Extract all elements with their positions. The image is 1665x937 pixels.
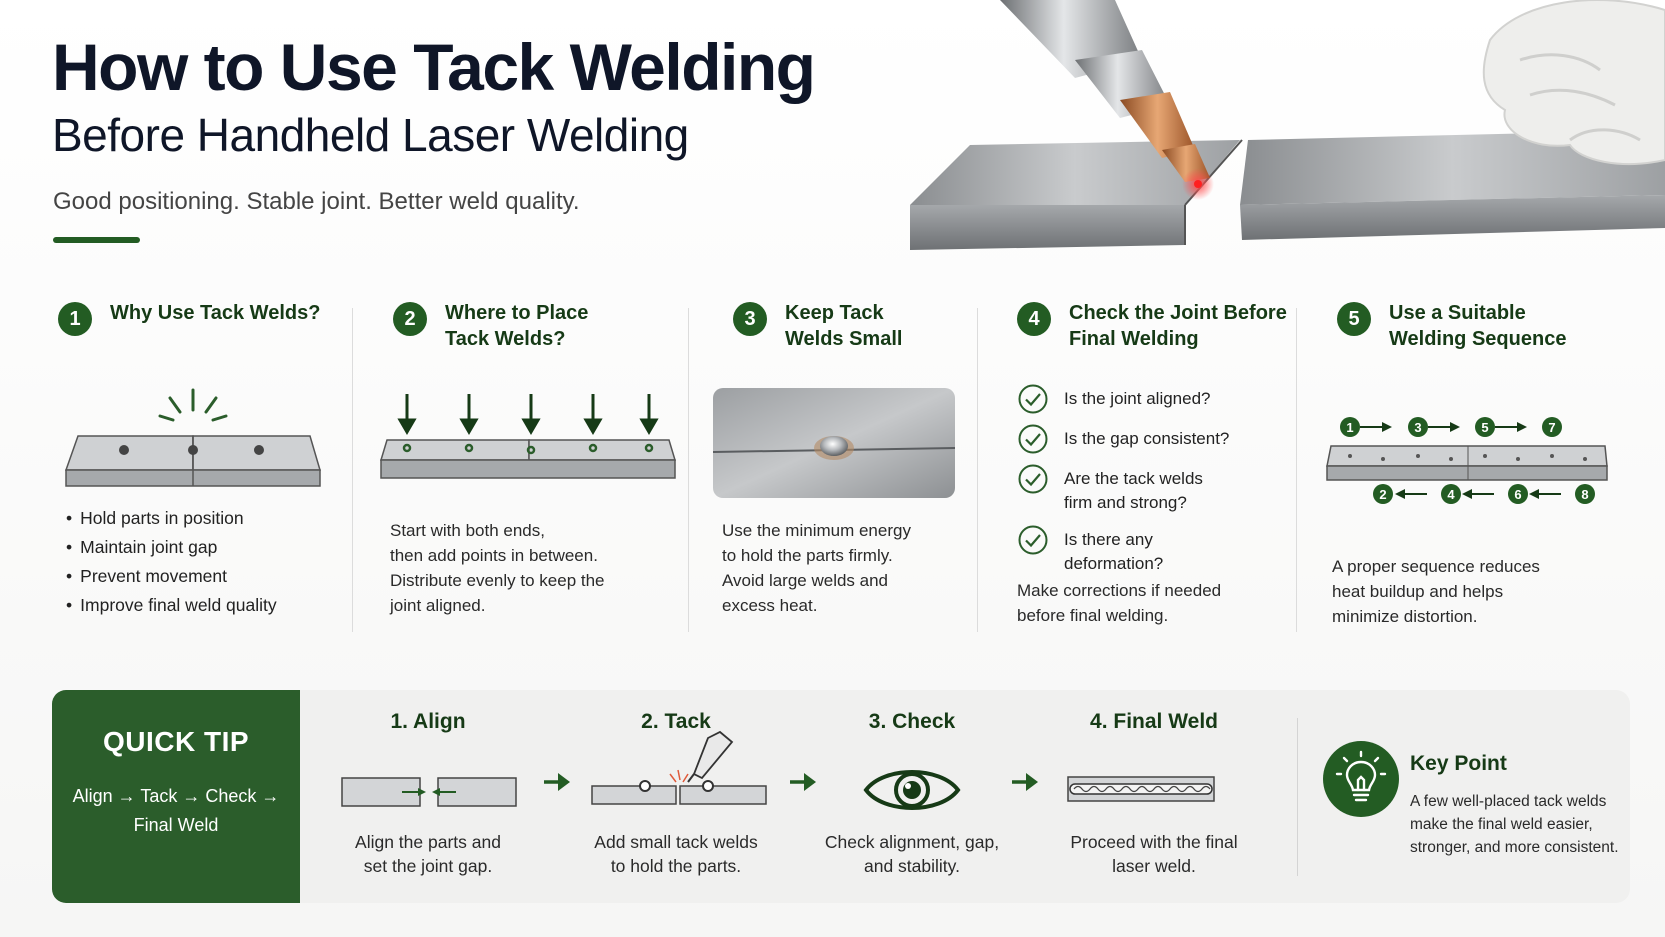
column-welding-sequence: 5 Use a Suitable Welding Sequence 1 3 5 …: [1326, 300, 1637, 636]
column-check-joint: 4 Check the Joint Before Final Welding I…: [1017, 300, 1297, 636]
step-description: Check alignment, gap, and stability.: [824, 832, 1000, 876]
final-weld-seam-icon: [1067, 776, 1215, 802]
step-title: 2. Tack: [641, 710, 711, 733]
column-divider: [352, 308, 353, 632]
tack-torch-icon: [591, 730, 767, 805]
laser-welding-illustration: [910, 0, 1665, 250]
sequence-number: 1: [1346, 420, 1353, 435]
step-number-badge: 2: [393, 302, 427, 336]
checklist-item: Are the tack welds firm and strong?: [1018, 464, 1298, 515]
tagline: Good positioning. Stable joint. Better w…: [53, 188, 580, 215]
column-description: Make corrections if needed before final …: [1017, 581, 1222, 625]
sequence-number: 4: [1447, 487, 1455, 502]
key-point-divider: [1297, 718, 1298, 876]
sequence-number: 6: [1514, 487, 1521, 502]
step-description: Proceed with the final laser weld.: [1070, 832, 1238, 876]
column-description: Use the minimum energy to hold the parts…: [722, 521, 911, 615]
check-circle-icon: [1018, 525, 1048, 555]
page-title: How to Use Tack Welding: [52, 30, 816, 104]
step-number-badge: 4: [1017, 302, 1051, 336]
step-number-badge: 5: [1337, 302, 1371, 336]
list-item: Improve final weld quality: [66, 591, 276, 620]
key-point-text: A few well-placed tack welds make the fi…: [1410, 793, 1619, 856]
step-tack: 2. Tack Add small tack welds to hold the…: [576, 710, 776, 876]
list-item: Maintain joint gap: [66, 533, 277, 562]
welding-sequence-diagram: 1 3 5 7 2 4 6 8: [1326, 417, 1608, 504]
column-why-tack-welds: 1 Why Use Tack Welds? Hold parts in posi…: [58, 300, 348, 636]
column-where-to-place: 2 Where to Place Tack Welds? Start with …: [379, 300, 683, 636]
column-title: Check the Joint Before Final Welding: [1069, 302, 1287, 350]
check-circle-icon: [1018, 384, 1048, 414]
column-description: A proper sequence reduces heat buildup a…: [1332, 557, 1540, 626]
column-divider: [1296, 308, 1297, 632]
column-title: Keep Tack Welds Small: [785, 302, 903, 350]
step-final-weld: 4. Final Weld Proceed with the final las…: [1054, 710, 1254, 876]
step-description: Add small tack welds to hold the parts.: [594, 832, 758, 876]
sequence-number: 7: [1548, 420, 1555, 435]
step-title: 1. Align: [390, 710, 466, 733]
sequence-number: 8: [1581, 487, 1588, 502]
arrow-right-icon: [544, 773, 570, 791]
tack-plates-icon: [64, 388, 322, 487]
step-check: 3. Check Check alignment, gap, and stabi…: [812, 710, 1012, 876]
quick-tip-box: QUICK TIP Align → Tack → Check → Final W…: [52, 690, 300, 903]
step-number-badge: 1: [58, 302, 92, 336]
key-point-title: Key Point: [1410, 752, 1507, 775]
list-item: Prevent movement: [66, 562, 277, 591]
checklist-item: Is the joint aligned?: [1018, 384, 1298, 414]
step-align: 1. Align Align the parts and set the joi…: [328, 710, 528, 876]
column-title: Use a Suitable Welding Sequence: [1389, 302, 1567, 350]
checklist-item: Is the gap consistent?: [1018, 424, 1298, 454]
arrow-right-icon: [790, 773, 816, 791]
sequence-number: 2: [1379, 487, 1386, 502]
page-subtitle: Before Handheld Laser Welding: [52, 109, 689, 161]
sequence-number: 3: [1414, 420, 1421, 435]
column-divider: [977, 308, 978, 632]
eye-icon: [863, 770, 961, 810]
column-title: Why Use Tack Welds?: [110, 302, 321, 324]
small-tack-weld-photo: [713, 388, 955, 498]
list-item: Hold parts in position: [66, 504, 277, 533]
check-circle-icon: [1018, 464, 1048, 494]
column-keep-small: 3 Keep Tack Welds Small Use the minimum …: [713, 300, 983, 636]
checklist-item: Is there any deformation?: [1018, 525, 1298, 576]
column-description: Start with both ends, then add points in…: [390, 521, 605, 615]
quick-tip-title: QUICK TIP: [102, 726, 250, 757]
lightbulb-icon: [1323, 741, 1399, 817]
step-number-badge: 3: [733, 302, 767, 336]
arrow-right-icon: [1012, 773, 1038, 791]
tack-placement-icon: [379, 394, 677, 479]
column-title: Where to Place Tack Welds?: [445, 302, 589, 350]
quick-tip-text: Align → Tack → Check → Final Weld: [72, 786, 280, 835]
align-icon: [341, 777, 517, 807]
sequence-number: 5: [1481, 420, 1488, 435]
title-underline: [53, 237, 140, 243]
step-title: 3. Check: [868, 710, 956, 733]
check-circle-icon: [1018, 424, 1048, 454]
step-description: Align the parts and set the joint gap.: [355, 832, 501, 876]
step-title: 4. Final Weld: [1090, 710, 1218, 733]
column-divider: [688, 308, 689, 632]
